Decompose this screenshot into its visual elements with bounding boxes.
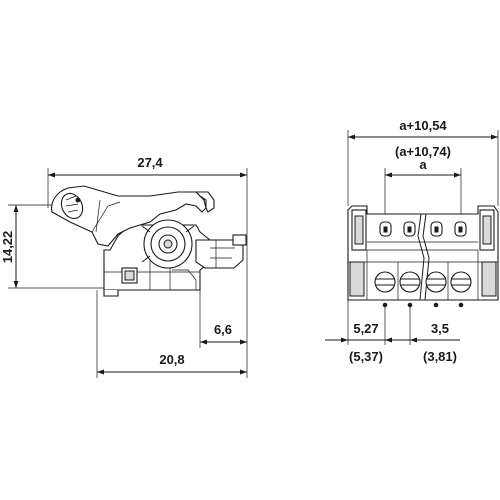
front-view: a+10,54 (a+10,74) a 5,27 (5,37) 3,5 (3,8… [325,118,499,364]
side-view: 27,4 14,22 6,6 20,8 [0,155,248,378]
dim-front-total-alt: (a+10,74) [395,144,451,159]
dim-front-pitch: 3,5 [431,321,449,336]
dim-side-offset: 6,6 [214,322,232,337]
connector-front-body [347,205,499,308]
dim-front-edge-alt: (5,37) [349,349,383,364]
wire-entries [379,221,467,237]
dim-front-total: a+10,54 [399,118,447,133]
screw-heads [374,271,472,293]
screw-terminal-icon [141,219,195,269]
dim-front-pitch-alt: (3,81) [423,349,457,364]
connector-side-body [51,185,247,297]
lock-latch-icon [60,192,84,220]
dim-side-height: 14,22 [0,231,15,264]
dim-front-a: a [419,157,427,172]
dim-side-width-bottom: 20,8 [159,352,184,367]
arrowhead-icon [382,302,388,308]
dim-front-edge: 5,27 [353,321,378,336]
dim-side-width-top: 27,4 [137,155,163,170]
